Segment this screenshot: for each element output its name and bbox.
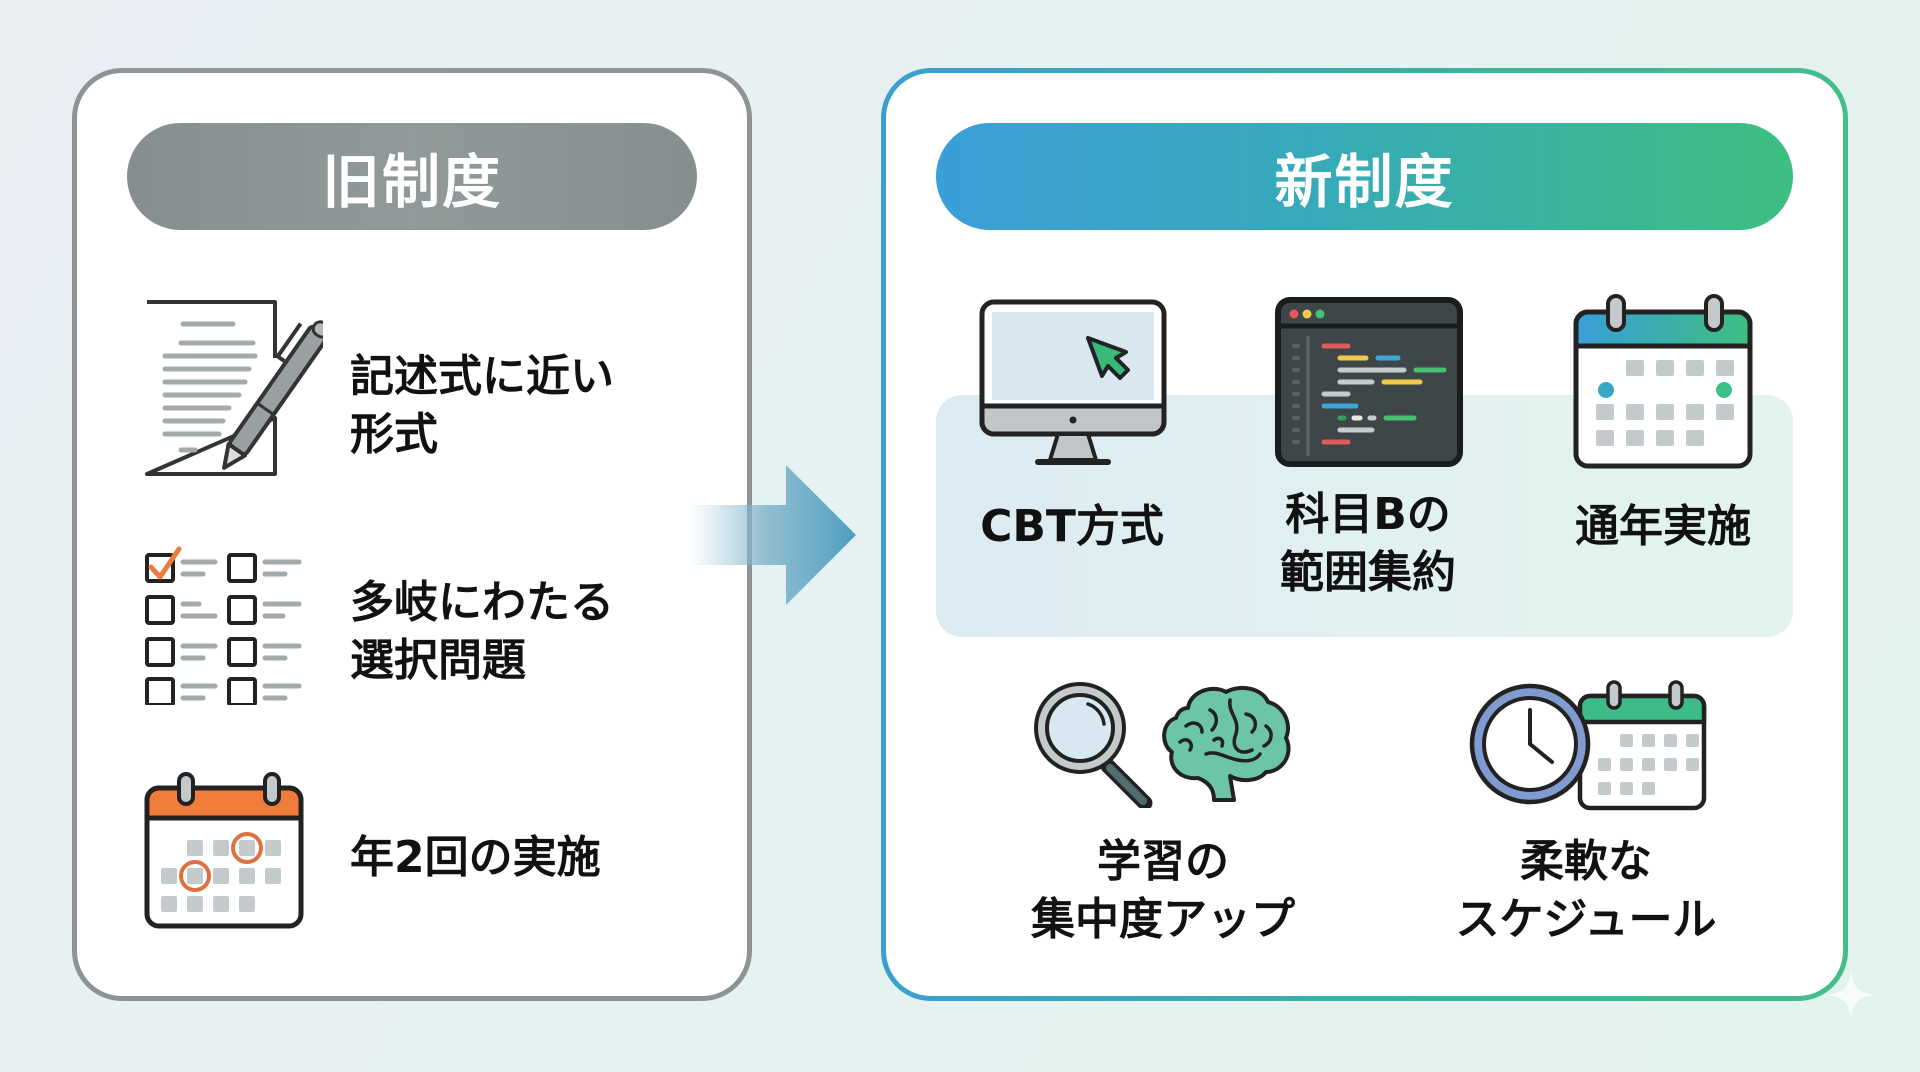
old-system-title: 旧制度	[127, 123, 697, 230]
magnifier-brain-icon	[1034, 682, 1291, 808]
new-item-flexible-label: 柔軟な スケジュール	[1455, 836, 1717, 945]
brain-icon	[1162, 685, 1291, 802]
clock-calendar-icon	[1469, 680, 1707, 811]
calendar-twice-icon	[144, 772, 304, 929]
magnifier-icon	[1034, 682, 1153, 808]
transition-arrow-icon	[688, 465, 856, 605]
checklist-icon	[145, 546, 302, 705]
code-editor-icon	[1275, 297, 1463, 467]
computer-monitor-icon	[979, 299, 1167, 465]
clock-icon	[1469, 683, 1591, 805]
new-system-title-text: 新制度	[1274, 147, 1455, 216]
new-item-focus-label: 学習の 集中度アップ	[1031, 836, 1295, 945]
document-pen-icon	[145, 300, 323, 476]
old-item-format-label: 記述式に近い 形式	[350, 351, 614, 460]
new-item-cbt-label: CBT方式	[980, 501, 1164, 552]
old-system-title-text: 旧制度	[321, 147, 502, 216]
new-item-subject-b-label: 科目Bの 範囲集約	[1280, 489, 1456, 598]
new-system-title: 新制度	[936, 123, 1793, 230]
new-item-year-round-label: 通年実施	[1575, 501, 1751, 552]
old-item-questions-label: 多岐にわたる 選択問題	[350, 577, 614, 686]
small-calendar-icon	[1577, 680, 1707, 811]
sparkle-icon	[1826, 970, 1876, 1020]
calendar-range-icon	[1573, 294, 1753, 469]
old-item-schedule-label: 年2回の実施	[350, 832, 601, 883]
